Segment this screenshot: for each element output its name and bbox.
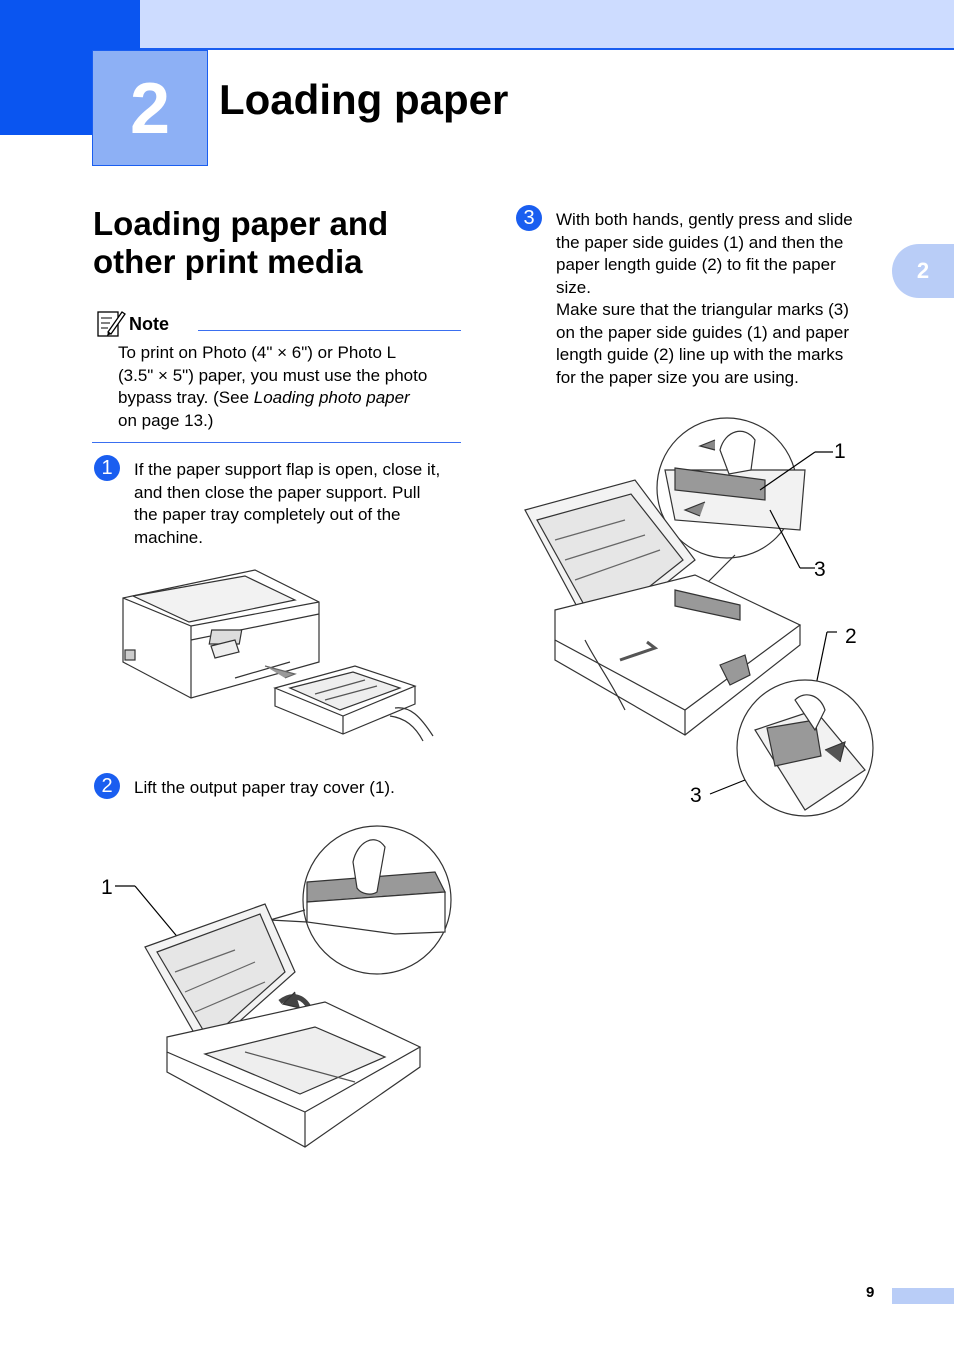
step-1-line: and then close the paper support. Pull xyxy=(134,482,421,502)
fig3-callout-1: 1 xyxy=(834,440,846,463)
step-3-line: size. xyxy=(556,277,591,297)
note-line-3-text: bypass tray. (See xyxy=(118,388,254,407)
note-label: Note xyxy=(129,314,169,334)
header-band xyxy=(0,0,954,50)
printer-tray-illustration xyxy=(122,569,434,742)
note-link-loading-photo-paper[interactable]: Loading photo paper xyxy=(253,388,410,407)
step-1-line: If the paper support flap is open, close… xyxy=(134,460,441,479)
chapter-title: Loading paper xyxy=(219,76,509,123)
note-line-2: (3.5" × 5") paper, you must use the phot… xyxy=(118,365,428,385)
section-title: Loading paper and other print media xyxy=(93,205,389,280)
output-tray-cover-illustration xyxy=(115,825,452,1148)
step-3-number: 3 xyxy=(516,205,542,231)
note-line-4: on page 13.) xyxy=(118,410,214,430)
paper-guides-illustration xyxy=(524,417,874,817)
step-3-line: for the paper size you are using. xyxy=(556,367,799,387)
chapter-side-tab[interactable]: 2 xyxy=(892,244,954,298)
step-3-line: With both hands, gently press and slide xyxy=(556,210,853,229)
step-3-line: length guide (2) line up with the marks xyxy=(556,345,844,364)
fig2-callout-1: 1 xyxy=(101,876,113,899)
fig3-callout-3: 3 xyxy=(814,558,826,581)
step-3-line: paper length guide (2) to fit the paper xyxy=(556,255,836,274)
step-3-line: on the paper side guides (1) and paper xyxy=(556,322,849,342)
step-3-line: the paper side guides (1) and then the xyxy=(556,232,844,252)
note-line-3: bypass tray. (See Loading photo paper xyxy=(118,387,463,410)
note-top-rule xyxy=(198,330,461,331)
page-number-bar xyxy=(892,1288,954,1304)
step-1-text: If the paper support flap is open, close… xyxy=(134,459,464,549)
fig3-callout-2: 2 xyxy=(845,625,857,648)
step-2-text: Lift the output paper tray cover (1). xyxy=(134,777,464,800)
page-number: 9 xyxy=(866,1284,875,1301)
step-1-line: machine. xyxy=(134,527,203,547)
fig3-callout-3b: 3 xyxy=(690,784,702,807)
step-3-line: Make sure that the triangular marks (3) xyxy=(556,300,849,319)
step-1-number: 1 xyxy=(94,455,120,481)
chapter-number: 2 xyxy=(92,50,208,166)
note-pencil-icon xyxy=(97,311,126,337)
note-text: To print on Photo (4" × 6") or Photo L (… xyxy=(118,342,463,432)
step-3-text: With both hands, gently press and slide … xyxy=(556,209,886,389)
note-bottom-rule xyxy=(92,442,461,443)
step-1-line: the paper tray completely out of the xyxy=(134,505,401,524)
note-line-1: To print on Photo (4" × 6") or Photo L xyxy=(118,343,397,362)
step-2-line: Lift the output paper tray cover (1). xyxy=(134,778,395,797)
step-2-number: 2 xyxy=(94,773,120,799)
